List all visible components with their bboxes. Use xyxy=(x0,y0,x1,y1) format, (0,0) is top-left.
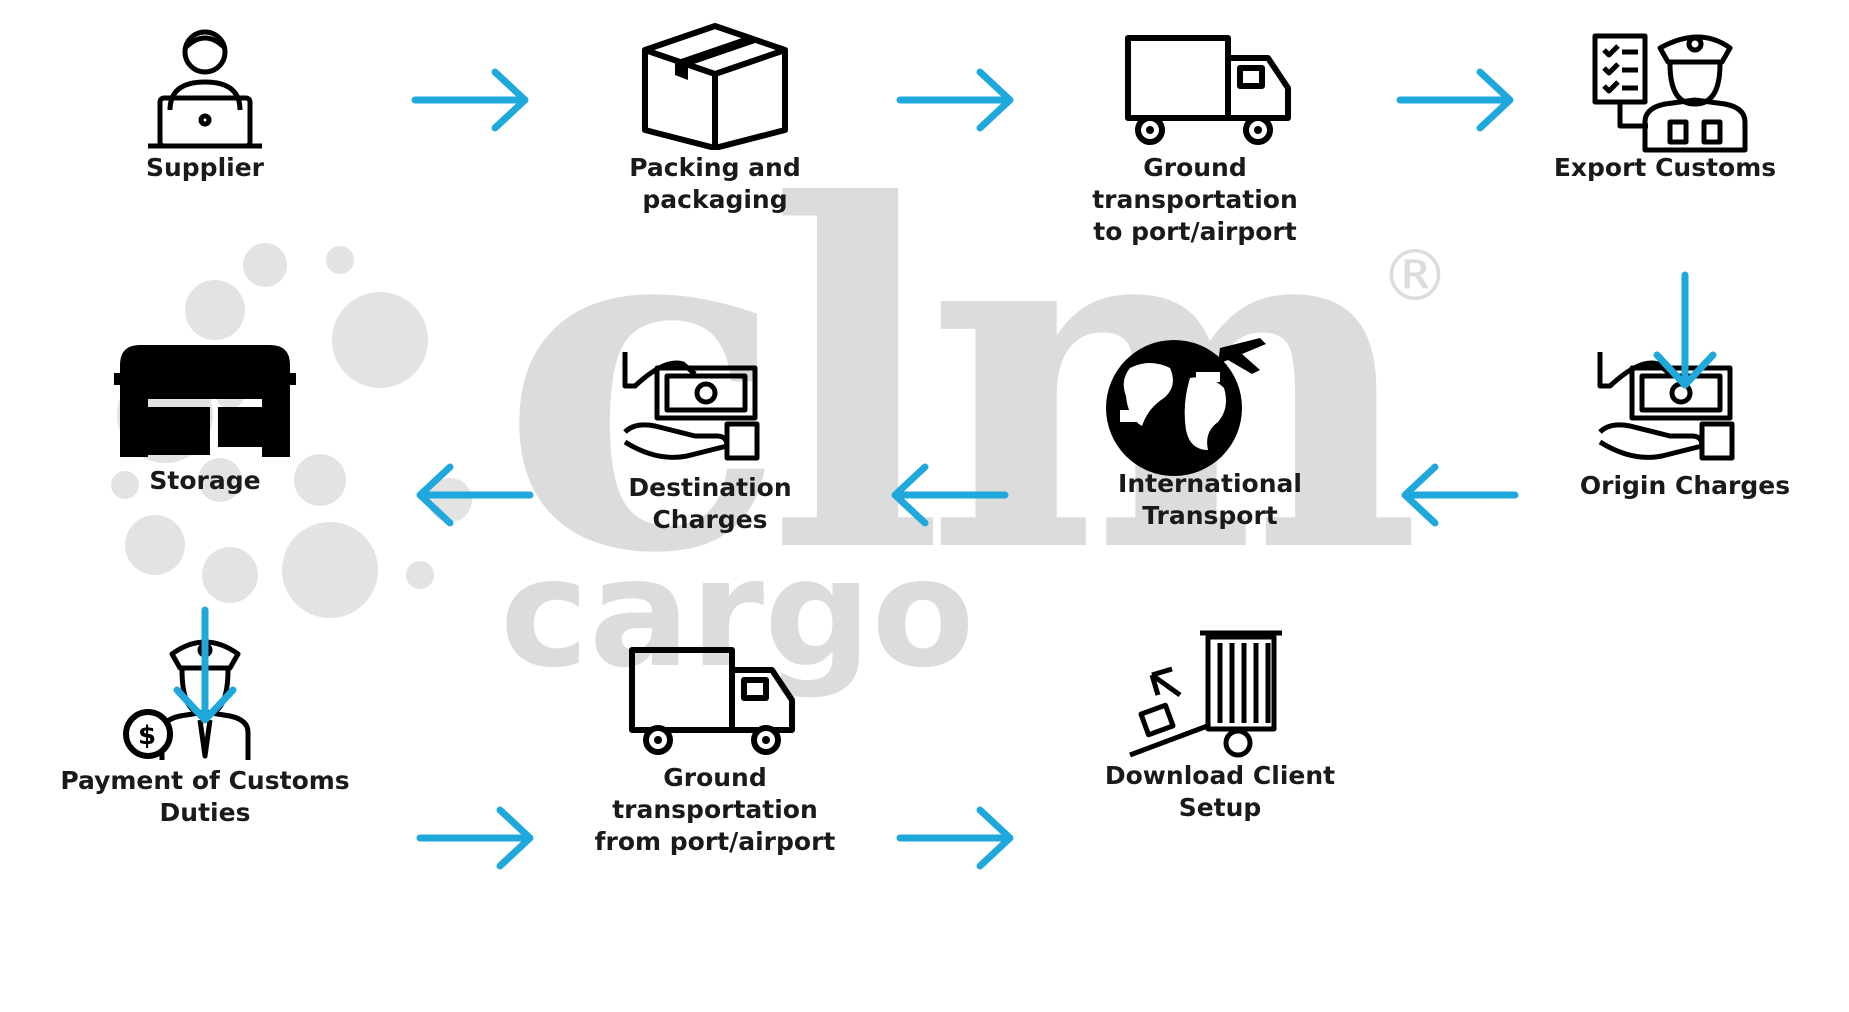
truck-icon xyxy=(1125,35,1291,145)
step-storage: Storage xyxy=(100,335,310,505)
step-destination-charges: Destination Charges xyxy=(580,340,840,534)
arrow-right-icon xyxy=(1396,68,1514,132)
step-origin-charges: Origin Charges xyxy=(1570,340,1800,510)
step-customs-duties: $ Payment of Customs Duties xyxy=(60,630,350,830)
step-label: Storage xyxy=(149,466,261,495)
svg-text:$: $ xyxy=(138,721,156,751)
step-label: Packing and packaging xyxy=(629,153,801,214)
step-export-customs: Export Customs xyxy=(1540,20,1790,190)
step-ground-from-port: Ground transportation from port/airport xyxy=(560,640,870,856)
arrow-right-icon xyxy=(416,806,534,870)
step-download: Download Client Setup xyxy=(1080,625,1360,830)
person-laptop-icon xyxy=(148,29,262,149)
step-label: Destination Charges xyxy=(628,473,792,534)
truck-icon xyxy=(629,647,795,755)
box-icon xyxy=(642,23,788,150)
arrow-down-icon xyxy=(173,606,237,724)
customs-officer-checklist-icon xyxy=(1592,33,1748,153)
watermark-reg: ® xyxy=(1380,235,1450,317)
step-label: Supplier xyxy=(145,153,265,182)
arrow-right-icon xyxy=(896,68,1014,132)
step-label: Export Customs xyxy=(1553,153,1777,182)
step-international: International Transport xyxy=(1050,318,1370,530)
step-ground-to-port: Ground transportation to port/airport xyxy=(1040,20,1350,246)
globe-plane-icon xyxy=(1106,338,1266,476)
hand-money-icon xyxy=(1597,352,1735,461)
arrow-right-icon xyxy=(896,806,1014,870)
warehouse-icon xyxy=(114,345,296,457)
arrow-down-icon xyxy=(1653,271,1717,389)
step-label: Ground transportation to port/airport xyxy=(1092,153,1298,246)
step-label: Origin Charges xyxy=(1579,471,1791,500)
step-label: Payment of Customs Duties xyxy=(60,766,350,827)
step-label: Ground transportation from port/airport xyxy=(594,763,836,856)
step-label: International Transport xyxy=(1118,469,1302,530)
arrow-right-icon xyxy=(411,68,529,132)
step-label: Download Client Setup xyxy=(1104,761,1336,822)
container-unload-icon xyxy=(1129,630,1282,758)
step-packing: Packing and packaging xyxy=(560,20,870,214)
arrow-left-icon xyxy=(1401,463,1519,527)
arrow-left-icon xyxy=(416,463,534,527)
arrow-left-icon xyxy=(891,463,1009,527)
step-supplier: Supplier xyxy=(100,20,310,190)
hand-money-icon xyxy=(622,352,760,461)
